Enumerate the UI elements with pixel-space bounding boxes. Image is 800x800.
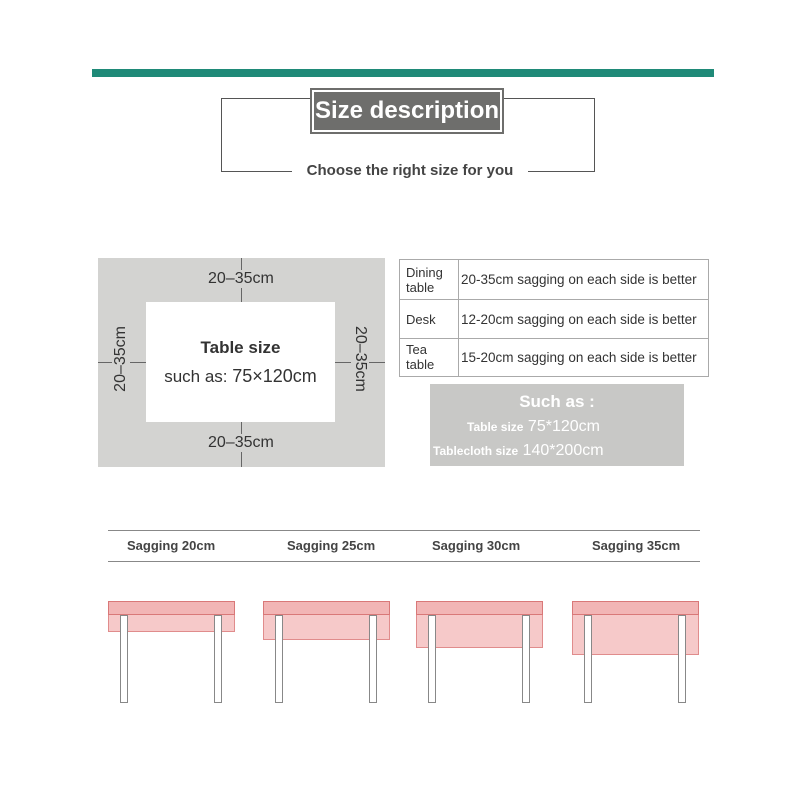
dim-label-right: 20–35cm (351, 324, 369, 394)
example-cloth-label: Tablecloth size (433, 444, 519, 458)
table-leg (584, 615, 592, 703)
header-frame-left (221, 98, 222, 171)
page-subtitle: Choose the right size for you (292, 160, 528, 182)
table-top (572, 601, 699, 615)
table-size-prefix: such as: (164, 367, 228, 386)
dim-label-left: 20–35cm (112, 324, 130, 394)
example-table-size: Table size 75*120cm (467, 418, 600, 436)
example-box: Such as : Table size 75*120cm Tablecloth… (430, 384, 684, 466)
sagging-label-30: Sagging 30cm (432, 538, 521, 553)
table-leg (214, 615, 222, 703)
table-leg (275, 615, 283, 703)
title-box: Size description (310, 88, 504, 134)
sagging-row-top-line (108, 530, 700, 531)
page-title: Size description (310, 88, 504, 134)
dim-label-bottom: 20–35cm (206, 434, 276, 452)
table-leg (120, 615, 128, 703)
row-type: Desk (399, 299, 459, 339)
header-frame-right (594, 98, 595, 171)
example-table-label: Table size (467, 420, 524, 434)
table-size-label: Table size (200, 338, 281, 357)
row-type: Dining table (399, 258, 459, 301)
table-row: Desk 12-20cm sagging on each side is bet… (399, 299, 709, 339)
table-leg (678, 615, 686, 703)
example-cloth-size: Tablecloth size 140*200cm (433, 442, 604, 460)
table-row: Dining table 20-35cm sagging on each sid… (399, 258, 709, 301)
table-leg (369, 615, 377, 703)
sagging-label-35: Sagging 35cm (592, 538, 681, 553)
dim-label-top: 20–35cm (206, 270, 276, 288)
table-top-area: Table size such as: 75×120cm (146, 302, 335, 422)
table-top (416, 601, 543, 615)
table-row: Tea table 15-20cm sagging on each side i… (399, 337, 709, 378)
example-table-value: 75*120cm (527, 418, 600, 435)
row-type: Tea table (399, 337, 459, 378)
row-desc: 12-20cm sagging on each side is better (458, 299, 709, 339)
table-size-value: 75×120cm (232, 366, 317, 386)
table-leg (522, 615, 530, 703)
table-top (108, 601, 235, 615)
size-recommendation-table: Dining table 20-35cm sagging on each sid… (399, 258, 709, 378)
example-cloth-value: 140*200cm (522, 442, 604, 459)
table-size-diagram: 20–35cm 20–35cm 20–35cm 20–35cm Table si… (98, 258, 385, 467)
sagging-row-bottom-line (108, 561, 700, 562)
row-desc: 15-20cm sagging on each side is better (458, 337, 709, 378)
top-accent-bar (92, 69, 714, 77)
example-title: Such as : (519, 392, 595, 411)
table-size-example: such as: 75×120cm (146, 366, 335, 387)
row-desc: 20-35cm sagging on each side is better (458, 258, 709, 301)
table-top (263, 601, 390, 615)
sagging-label-25: Sagging 25cm (287, 538, 376, 553)
table-leg (428, 615, 436, 703)
header-frame-top-right (504, 98, 595, 99)
sagging-label-20: Sagging 20cm (127, 538, 216, 553)
header-frame-top-left (221, 98, 310, 99)
